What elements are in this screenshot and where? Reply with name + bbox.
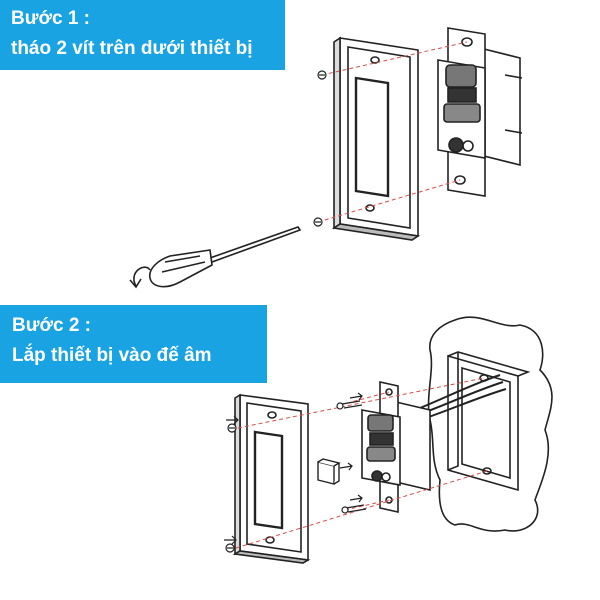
step-1-wall-plate bbox=[331, 36, 421, 241]
step-2-wall-plate bbox=[232, 393, 311, 564]
step-1-title: Bước 1 : bbox=[11, 8, 91, 29]
step-1-sensor-switch bbox=[437, 27, 523, 197]
step-2-wall bbox=[427, 316, 553, 532]
step-2-description: Lắp thiết bị vào đế âm bbox=[12, 345, 212, 366]
step-1-guide-lines bbox=[317, 41, 468, 223]
step-2-title: Bước 2 : bbox=[12, 315, 92, 336]
step-1-banner: Bước 1 : tháo 2 vít trên dưới thiết bị bbox=[0, 0, 285, 70]
step-2-sensor-switch bbox=[361, 381, 431, 513]
step-2-adapter-clip bbox=[317, 458, 341, 485]
arrow-icons bbox=[224, 392, 363, 545]
step-2-banner: Bước 2 : Lắp thiết bị vào đế âm bbox=[0, 305, 267, 383]
step-1-description: tháo 2 vít trên dưới thiết bị bbox=[11, 38, 253, 59]
screwdriver bbox=[129, 226, 302, 289]
step-1-screws bbox=[313, 70, 327, 227]
step-2-screws bbox=[225, 400, 367, 553]
